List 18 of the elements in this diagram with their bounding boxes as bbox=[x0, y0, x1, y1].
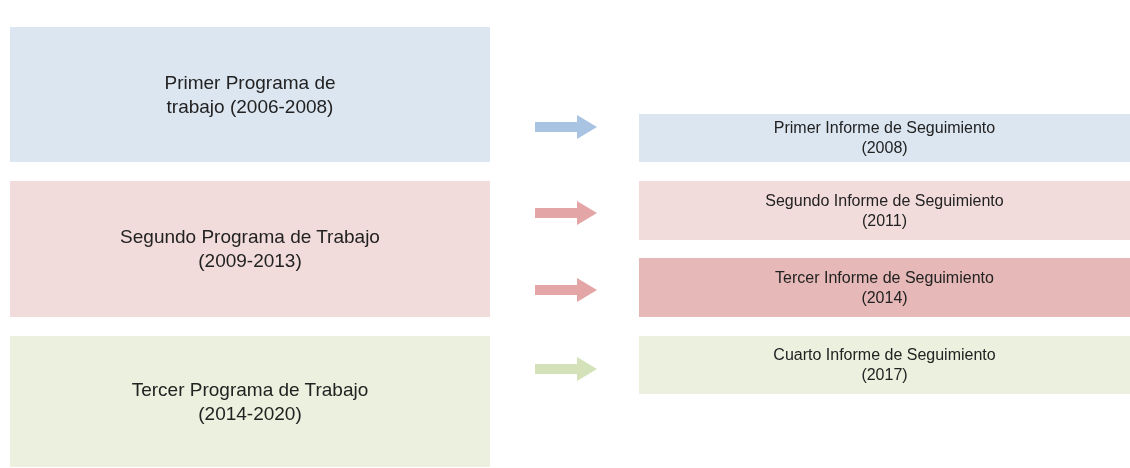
process-box bbox=[639, 258, 1130, 317]
box-label: Primer Informe de Seguimiento (2008) bbox=[772, 118, 997, 158]
process-box bbox=[639, 336, 1130, 394]
process-box bbox=[10, 27, 490, 162]
arrow bbox=[535, 115, 597, 139]
box-label: Cuarto Informe de Seguimiento (2017) bbox=[772, 345, 997, 385]
process-box bbox=[639, 114, 1130, 162]
box-label: Primer Programa de trabajo (2006-2008) bbox=[163, 70, 337, 119]
arrow bbox=[535, 278, 597, 302]
arrow bbox=[535, 201, 597, 225]
box-label: Tercer Programa de Trabajo (2014-2020) bbox=[130, 377, 370, 426]
process-box bbox=[639, 181, 1130, 240]
box-label: Segundo Informe de Seguimiento (2011) bbox=[764, 190, 1005, 231]
box-label: Tercer Informe de Seguimiento (2014) bbox=[774, 267, 995, 308]
box-label: Segundo Programa de Trabajo (2009-2013) bbox=[120, 225, 380, 273]
arrow bbox=[535, 357, 597, 381]
process-box bbox=[10, 181, 490, 317]
process-box bbox=[10, 336, 490, 467]
